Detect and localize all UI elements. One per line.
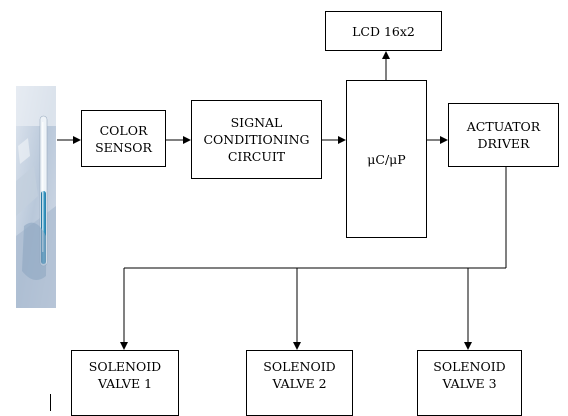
signal-conditioning-label-line-3: CIRCUIT (228, 148, 285, 165)
valve-2-label-line-2: VALVE 2 (272, 375, 326, 392)
signal-conditioning-label-line-1: SIGNAL (231, 114, 283, 131)
test-tube-photo-icon (16, 86, 56, 308)
solenoid-valve-2-block: SOLENOID VALVE 2 (246, 350, 353, 416)
solenoid-valve-1-block: SOLENOID VALVE 1 (71, 350, 179, 416)
valve-1-label-line-1: SOLENOID (89, 358, 161, 375)
color-sensor-label-line-1: COLOR (100, 122, 148, 139)
signal-conditioning-label-line-2: CONDITIONING (203, 131, 309, 148)
actuator-driver-block: ACTUATOR DRIVER (448, 103, 559, 167)
valve-1-label-line-2: VALVE 1 (98, 375, 152, 392)
lcd-block: LCD 16x2 (325, 11, 442, 51)
microcontroller-block: μC/μP (346, 80, 427, 238)
valve-3-label-line-2: VALVE 3 (442, 375, 496, 392)
color-sensor-block: COLOR SENSOR (81, 110, 166, 167)
color-sensor-label-line-2: SENSOR (95, 139, 152, 156)
actuator-driver-label-line-1: ACTUATOR (467, 118, 540, 135)
signal-conditioning-block: SIGNAL CONDITIONING CIRCUIT (191, 100, 322, 179)
text-cursor-mark (50, 394, 51, 411)
valve-3-label-line-1: SOLENOID (433, 358, 505, 375)
solenoid-valve-3-block: SOLENOID VALVE 3 (417, 350, 522, 416)
valve-2-label-line-1: SOLENOID (263, 358, 335, 375)
lcd-label: LCD 16x2 (352, 23, 415, 40)
microcontroller-label: μC/μP (367, 151, 405, 168)
actuator-driver-label-line-2: DRIVER (478, 135, 530, 152)
test-tube-icon (16, 86, 56, 308)
